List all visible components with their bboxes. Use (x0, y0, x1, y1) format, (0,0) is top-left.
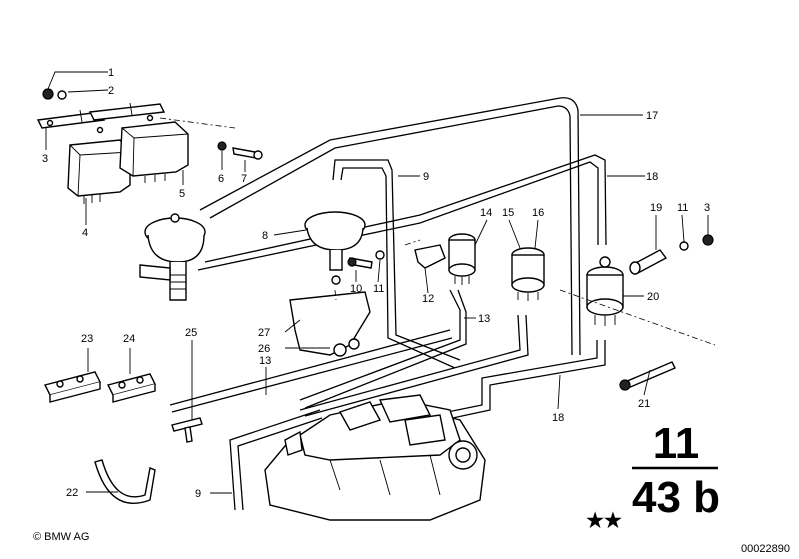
callout-18-upper: 18 (646, 171, 658, 183)
bolt-part-5-6 (217, 141, 263, 160)
document-id: 00022890 (741, 543, 790, 555)
sleeve-part-19 (629, 249, 668, 275)
washer-part-4 (57, 90, 67, 100)
bracket-part-27 (289, 291, 371, 357)
reference-lines (159, 117, 716, 346)
group-number-block: 11 43 b ★★ (586, 419, 720, 532)
callout-23: 23 (81, 333, 93, 345)
callout-15: 15 (502, 207, 514, 219)
vacuum-unit-left (139, 213, 206, 301)
callout-11-right: 11 (677, 202, 688, 214)
callout-6: 6 (218, 173, 224, 185)
nut-part-3-left (42, 88, 54, 100)
callout-21: 21 (638, 398, 650, 410)
valve-part-14 (448, 233, 476, 285)
callout-8: 8 (262, 230, 268, 242)
bolt-part-10 (347, 257, 373, 269)
group-main: 11 (653, 419, 700, 468)
callout-25: 25 (185, 327, 197, 339)
clip-part-23 (43, 371, 102, 403)
callout-13-lower: 13 (259, 355, 271, 367)
bracket-part-12 (414, 244, 446, 269)
callout-3-right: 3 (704, 202, 710, 214)
callout-17: 17 (646, 110, 658, 122)
callout-12: 12 (422, 293, 434, 305)
callout-13-upper: 13 (478, 313, 490, 325)
valve-part-20 (586, 256, 624, 326)
callout-5: 7 (241, 173, 247, 185)
relay-part-1 (67, 139, 131, 204)
callout-16: 16 (532, 207, 544, 219)
strap-part-22 (94, 459, 156, 504)
callout-1: 4 (82, 227, 88, 239)
callout-9-upper: 9 (423, 171, 429, 183)
clip-part-11-right (679, 241, 689, 251)
carburettor (264, 394, 486, 521)
callout-4: 2 (108, 85, 114, 97)
callout-24: 24 (123, 333, 135, 345)
relay-part-7 (119, 121, 189, 183)
clip-part-24 (106, 373, 157, 403)
callout-18-lower: 18 (552, 412, 564, 424)
callout-labels: 1 2 3 4 5 6 7 8 9 10 11 12 13 14 15 16 1… (42, 67, 710, 500)
callout-26: 26 (258, 343, 270, 355)
callout-14: 14 (480, 207, 492, 219)
callout-11-center: 11 (373, 283, 384, 295)
callout-2: 3 (42, 153, 48, 165)
clip-part-11 (375, 250, 385, 260)
group-stars: ★★ (586, 510, 622, 532)
callout-3: 1 (108, 67, 114, 79)
callout-19: 19 (650, 202, 662, 214)
callout-10: 10 (350, 283, 362, 295)
leader-lines (45, 71, 709, 494)
callout-7: 5 (179, 188, 185, 200)
group-sub: 43 b (632, 473, 720, 522)
callout-27: 27 (258, 327, 270, 339)
copyright: © BMW AG (33, 531, 89, 543)
vacuum-unit-part-8 (304, 211, 366, 285)
callout-9-lower: 9 (195, 488, 201, 500)
callout-22: 22 (66, 487, 78, 499)
nut-part-3-right (702, 234, 714, 246)
valve-part-15-16 (511, 247, 545, 301)
bracket-part-2 (36, 102, 166, 134)
fitting-part-25 (171, 417, 203, 443)
callout-20: 20 (647, 291, 659, 303)
bolt-part-21 (619, 361, 676, 391)
